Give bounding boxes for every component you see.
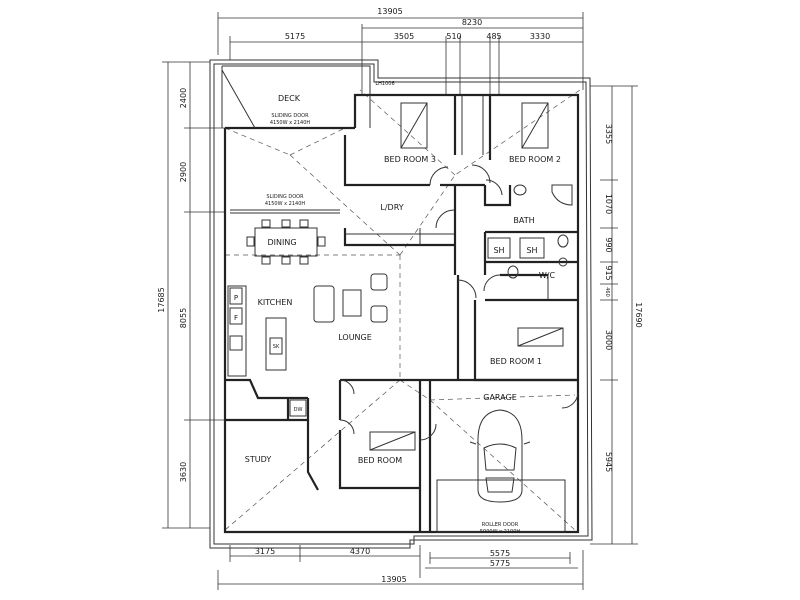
dim-right-6: 3000	[604, 330, 613, 350]
bath-label: BATH	[513, 216, 534, 225]
sh2-label: SH	[526, 246, 537, 255]
dim-bottom-4: 5775	[490, 559, 510, 568]
bedroom-label: BED ROOM	[358, 456, 402, 465]
dim-left-overall: 17685	[157, 287, 166, 312]
dim-top-overall: 13905	[377, 7, 402, 16]
pantry-label: P	[234, 294, 238, 302]
dim-top-left: 5175	[285, 32, 305, 41]
bath-fixtures	[487, 184, 573, 279]
kitchen-label: KITCHEN	[258, 298, 293, 307]
lounge-label: LOUNGE	[338, 333, 372, 342]
roller-door-label: ROLLER DOOR	[482, 522, 519, 528]
fridge-label: F	[234, 314, 238, 322]
dim-right-1: 3355	[604, 124, 613, 144]
dim-right-3: 990	[604, 237, 613, 252]
bed2-label: BED ROOM 2	[509, 155, 561, 164]
right-dimensions: 17690 3355 1070 990 915 460 3000 5945	[590, 85, 643, 545]
sh1-label: SH	[493, 246, 504, 255]
dim-left-1: 2400	[179, 88, 188, 108]
sliding-door-1-size: 4150W x 2140H	[270, 120, 311, 126]
eaves-outline	[209, 59, 593, 549]
deck: DECK SLIDING DOOR 4150W x 2140H LH1006	[221, 65, 395, 129]
kitchen-fixtures	[227, 285, 307, 417]
deck-label: DECK	[278, 94, 301, 103]
roller-door: ROLLER DOOR 5000W x 2100H	[436, 479, 566, 535]
bottom-dimensions: 3175 4370 5575 5775 13905	[217, 545, 584, 590]
dishwasher-label: DW	[294, 407, 303, 413]
door-swings	[339, 164, 579, 441]
sliding-door-2-label: SLIDING DOOR	[266, 194, 304, 200]
left-dimensions: 17685 2400 2900 8055 3630	[157, 61, 225, 529]
garage-car	[469, 409, 531, 503]
dim-bottom-3: 5575	[490, 549, 510, 558]
study-label: STUDY	[245, 455, 272, 464]
dining-table	[246, 219, 326, 265]
dim-top-seg-1: 3505	[394, 32, 414, 41]
dim-top-right: 8230	[462, 18, 482, 27]
room-labels: BED ROOM 3 BED ROOM 2 SLIDING DOOR 4150W…	[234, 155, 561, 465]
bed3-label: BED ROOM 3	[384, 155, 436, 164]
dim-top-seg-2: 510	[446, 32, 461, 41]
dim-left-2: 2900	[179, 162, 188, 182]
interior-walls	[225, 95, 578, 532]
lintel-label: LH1006	[375, 81, 394, 87]
dim-right-2: 1070	[604, 194, 613, 214]
ldry-label: L/DRY	[380, 203, 403, 212]
dim-top-seg-4: 3330	[530, 32, 550, 41]
dim-bottom-2: 4370	[350, 547, 370, 556]
dim-right-7: 5945	[604, 452, 613, 472]
sliding-door-2-size: 4150W x 2140H	[265, 201, 306, 207]
dim-right-5: 460	[604, 287, 610, 297]
dim-right-4: 915	[604, 265, 613, 280]
dim-top-seg-3: 485	[486, 32, 501, 41]
dim-bottom-1: 3175	[255, 547, 275, 556]
dim-left-3: 8055	[179, 308, 188, 328]
sliding-door-1-label: SLIDING DOOR	[271, 113, 309, 119]
exterior-walls	[223, 93, 580, 534]
wc-label: W/C	[539, 271, 556, 280]
lounge-furniture	[313, 273, 388, 323]
garage-label: GARAGE	[483, 393, 517, 402]
top-dimensions: 13905 8230 5175 3505 510 485 3330	[217, 7, 584, 95]
bed1-label: BED ROOM 1	[490, 357, 542, 366]
sink-label: SK	[273, 344, 280, 350]
dining-label: DINING	[267, 238, 296, 247]
roller-door-size: 5000W x 2100H	[480, 529, 521, 535]
dim-bottom-overall: 13905	[381, 575, 406, 584]
dim-left-4: 3630	[179, 462, 188, 482]
beds	[369, 102, 564, 451]
dim-right-overall: 17690	[634, 302, 643, 327]
